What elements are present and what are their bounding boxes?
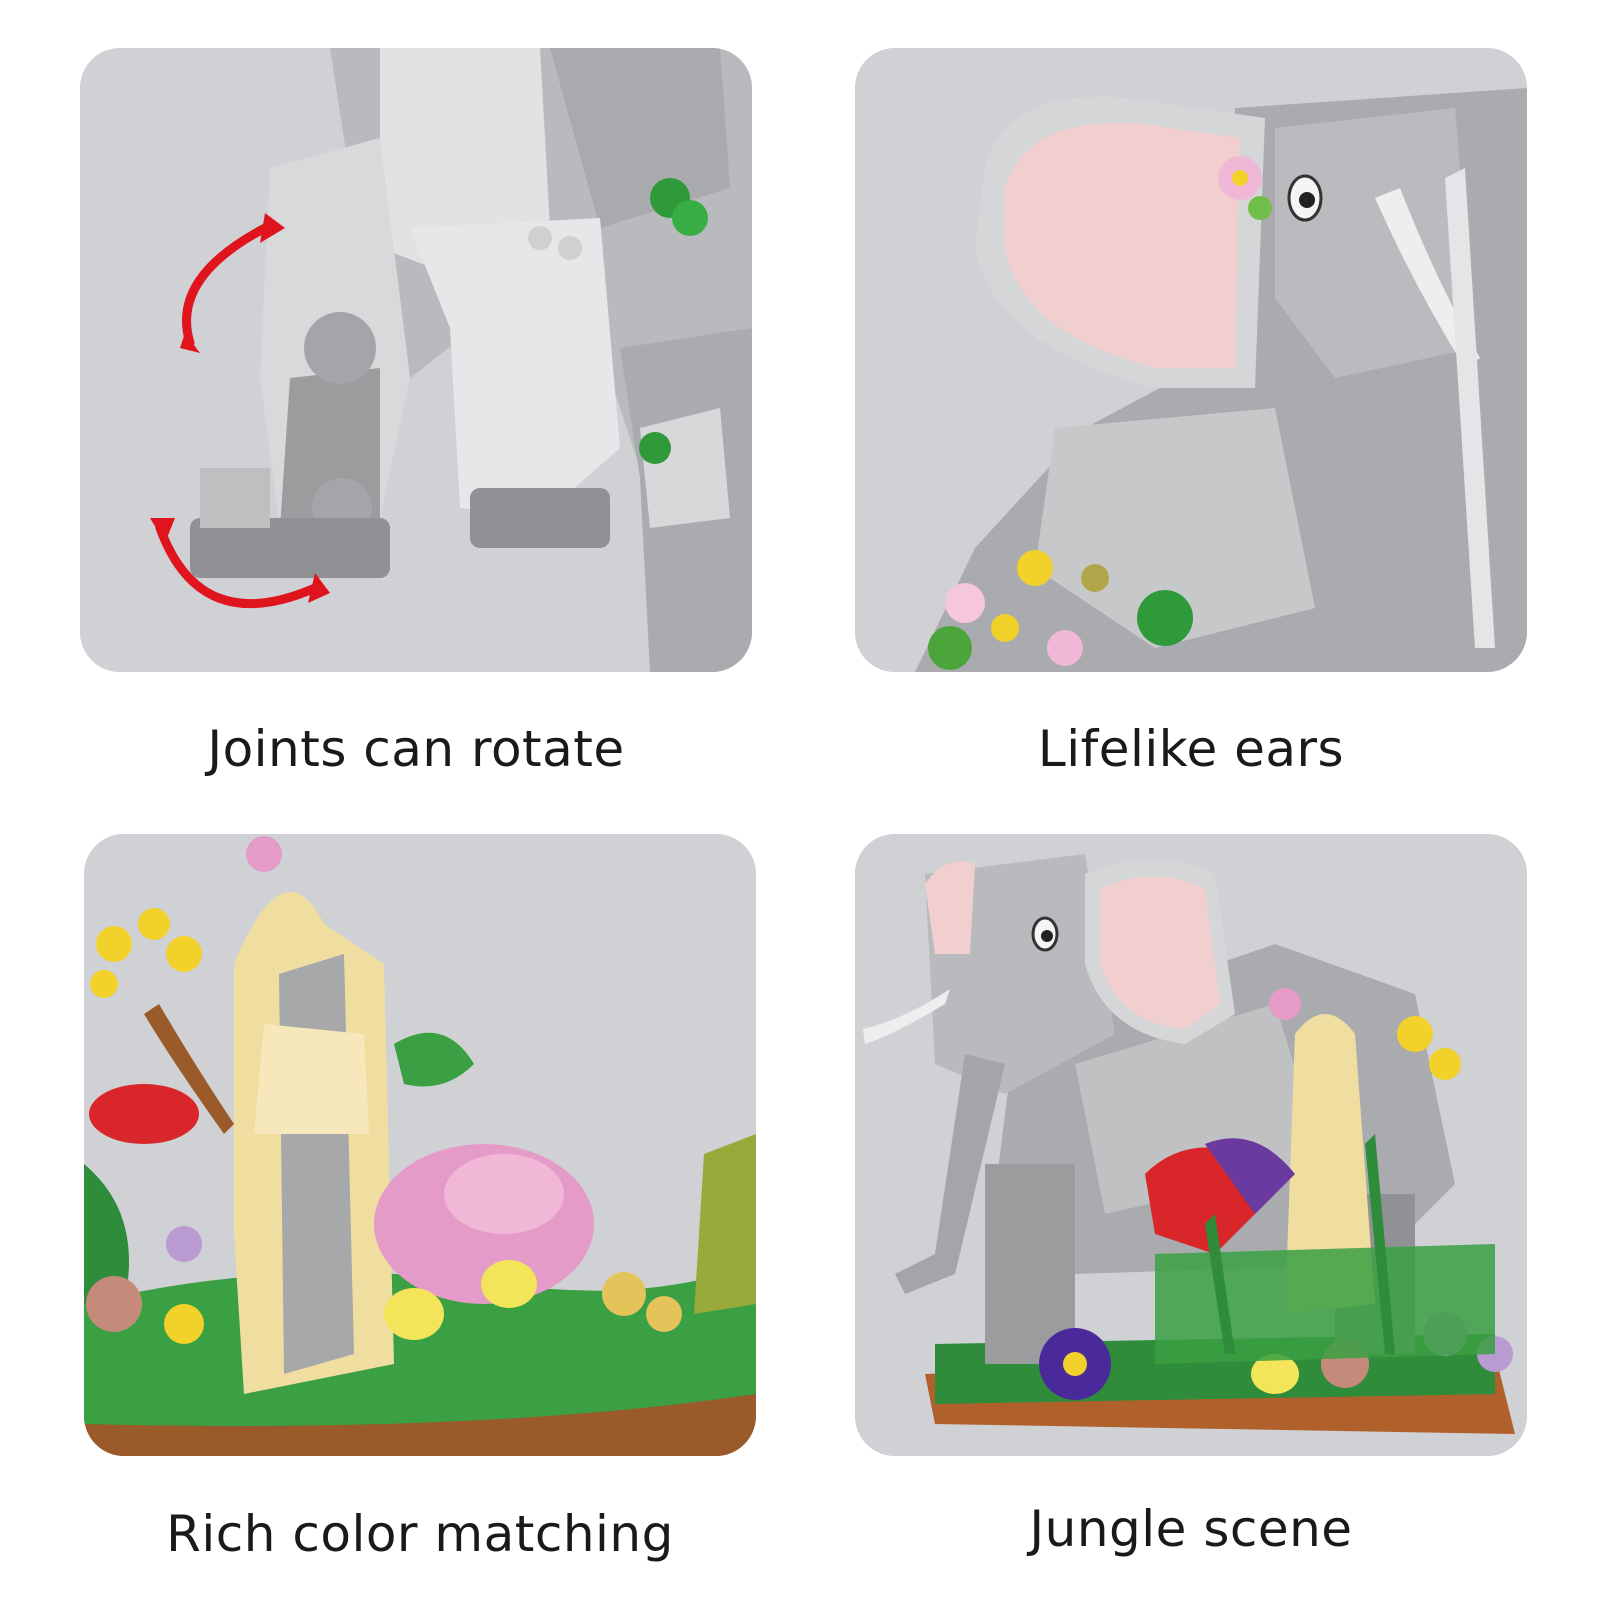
caption-rich-color-matching: Rich color matching [166,1505,674,1563]
jungle-flowers-tree-photo [84,834,756,1456]
caption-joints-can-rotate: Joints can rotate [207,720,625,778]
caption-lifelike-ears: Lifelike ears [1037,720,1345,778]
ears-photo [855,48,1527,672]
elephant-jungle-scene-photo [855,834,1527,1456]
elephant-ear-closeup-photo [855,48,1527,672]
elephant-leg-joints-photo [80,48,752,672]
jungle-scene-photo [855,834,1527,1456]
joints-photo [80,48,752,672]
caption-jungle-scene: Jungle scene [1029,1500,1353,1558]
color-matching-photo [84,834,756,1456]
